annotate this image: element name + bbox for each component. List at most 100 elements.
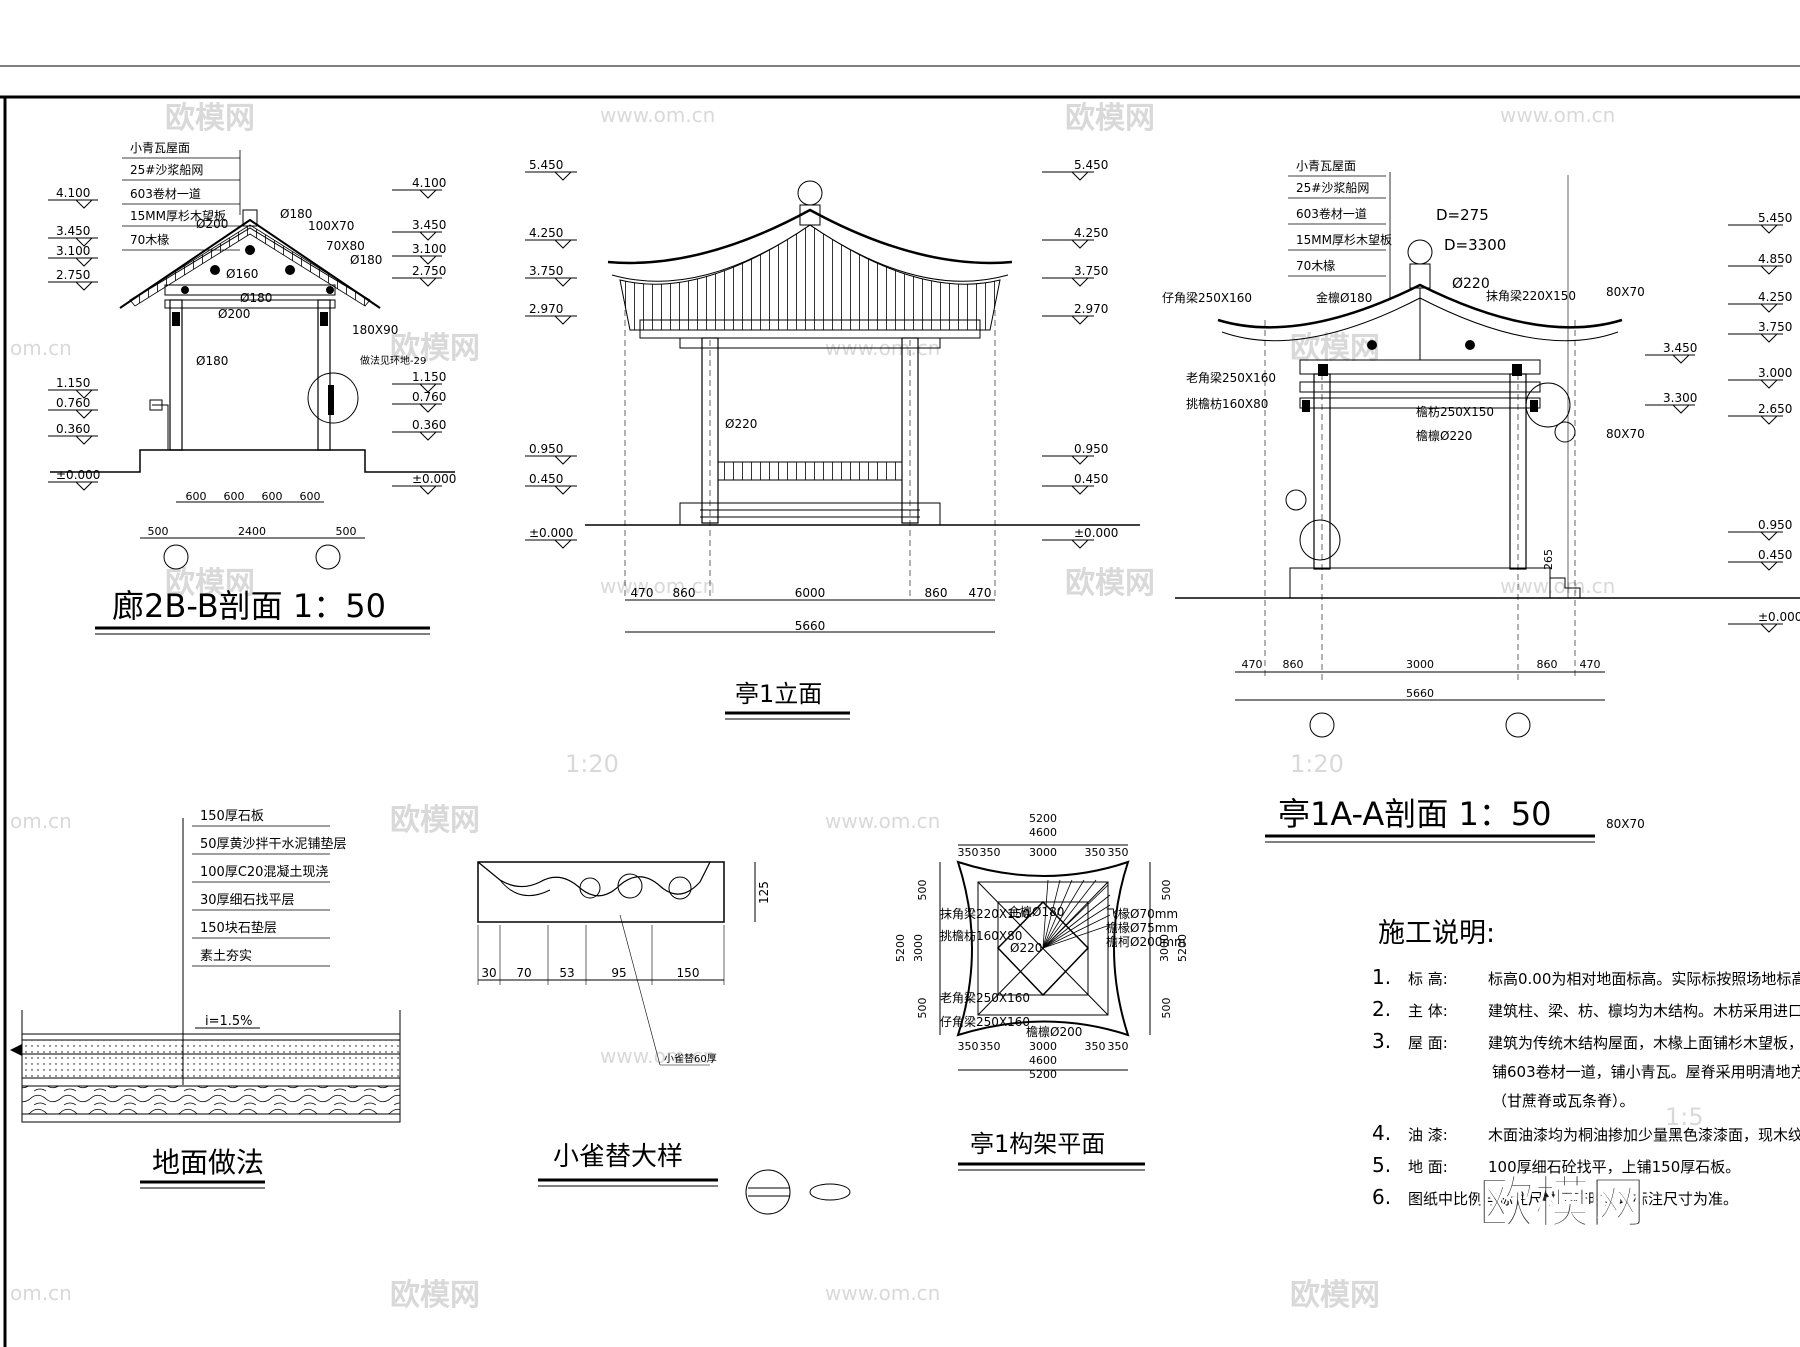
level-marker-icon	[553, 277, 573, 287]
section-1a-levels-mid: 3.450 3.300	[1645, 341, 1697, 414]
watermark-brand: 欧模网	[390, 803, 480, 838]
level-marker-icon	[74, 389, 94, 399]
dimension-value: 2400	[238, 525, 266, 538]
dimension-value: 500	[1160, 880, 1173, 901]
watermark-scale: 1:20	[565, 750, 619, 778]
dimension-value: 600	[262, 490, 283, 503]
dimension-value: 500	[916, 880, 929, 901]
level-marker-icon	[418, 277, 438, 287]
label-member: 檐檩Ø220	[1416, 428, 1472, 443]
level-value: 2.970	[529, 302, 563, 316]
level-value: 3.450	[56, 224, 90, 238]
level-value: ±0.000	[1074, 526, 1118, 540]
note-number: 5.	[1372, 1153, 1391, 1177]
level-value: 4.250	[1758, 290, 1792, 304]
level-value: 4.250	[529, 226, 563, 240]
dimension-value: 30	[481, 966, 496, 980]
note-key: 地 面:	[1408, 1158, 1448, 1176]
level-marker-icon	[553, 455, 573, 465]
watermark-domain: om.cn	[10, 809, 72, 833]
note-key: 油 漆:	[1408, 1126, 1448, 1144]
level-value: ±0.000	[56, 468, 100, 482]
watermark-domain: www.om.cn	[825, 1281, 940, 1305]
level-value: 5.450	[1074, 158, 1108, 172]
dimension-value: 860	[673, 586, 696, 600]
dimension-value: 350	[980, 1040, 1001, 1053]
dimension-value: 470	[1242, 658, 1263, 671]
floor-slope: i=1.5%	[205, 1014, 253, 1029]
watermark-domain: www.om.cn	[600, 103, 715, 127]
label-member: 265	[1542, 549, 1555, 570]
dimension-value: 470	[1580, 658, 1601, 671]
watermark-brand: 欧模网	[1065, 101, 1155, 136]
level-value: 2.750	[56, 268, 90, 282]
layer-label: 70木椽	[130, 233, 169, 247]
level-value: 4.100	[412, 176, 446, 190]
dimension-value: 5200	[1176, 934, 1189, 962]
layer-label: 25#沙浆船网	[130, 162, 203, 177]
level-marker-icon	[1070, 239, 1090, 249]
level-value: 0.950	[1074, 442, 1108, 456]
section-2b-levels-left: 4.1003.4503.1002.7501.1500.7600.360±0.00…	[48, 186, 100, 491]
label-member: 仔角梁250X160	[1162, 290, 1252, 305]
level-marker-icon	[74, 481, 94, 491]
layer-label: 150块石垫层	[200, 920, 277, 936]
level-marker-icon	[1759, 265, 1779, 275]
level-marker-icon	[553, 239, 573, 249]
level-marker-icon	[1759, 333, 1779, 343]
level-marker-icon	[1759, 561, 1779, 571]
note-number: 2.	[1372, 997, 1391, 1021]
level-marker-icon	[418, 431, 438, 441]
level-value: 0.950	[1758, 518, 1792, 532]
label-member: Ø180	[196, 354, 228, 368]
label-member: Ø180	[350, 253, 382, 267]
level-value: 4.850	[1758, 252, 1792, 266]
level-marker-icon	[1070, 315, 1090, 325]
level-value: 2.970	[1074, 302, 1108, 316]
section-1a-title: 亭1A-A剖面 1：50	[1278, 795, 1552, 833]
column-label: Ø220	[725, 417, 757, 431]
layer-label: 小青瓦屋面	[130, 141, 190, 155]
dimension-value: 860	[1537, 658, 1558, 671]
layer-label: 25#沙浆船网	[1296, 180, 1369, 195]
level-value: 3.450	[412, 218, 446, 232]
layer-label: 15MM厚杉木望板	[1296, 233, 1392, 247]
label-member: 挑檐枋160X80	[940, 928, 1022, 943]
level-value: 3.450	[1663, 341, 1697, 355]
level-marker-icon	[553, 485, 573, 495]
level-marker-icon	[1070, 455, 1090, 465]
dimension-value: 600	[224, 490, 245, 503]
level-marker-icon	[1759, 224, 1779, 234]
level-value: 5.450	[1758, 211, 1792, 225]
dimension-value: 350	[1085, 1040, 1106, 1053]
bracket-note: 小雀替60厚	[664, 1052, 717, 1065]
dimension-value: 350	[958, 1040, 979, 1053]
dimension-value: 53	[559, 966, 574, 980]
label-member: 80X70	[1606, 427, 1645, 441]
level-value: 0.360	[56, 422, 90, 436]
level-marker-icon	[553, 171, 573, 181]
dimension-value: 4600	[1029, 826, 1057, 839]
level-marker-icon	[74, 435, 94, 445]
dimension-value: 3000	[1029, 1040, 1057, 1053]
label-member: Ø200	[196, 217, 228, 231]
sheet-frame	[0, 65, 1800, 1347]
label-member: Ø200	[218, 307, 250, 321]
level-value: 3.100	[56, 244, 90, 258]
dimension-value: 3000	[1158, 934, 1171, 962]
section-symbol	[745, 1169, 791, 1215]
floor-title: 地面做法	[152, 1146, 264, 1179]
label-member: Ø220	[1010, 941, 1042, 955]
level-value: 3.300	[1663, 391, 1697, 405]
note-text: 图纸中比例与标注尺寸不符时，以标注尺寸为准。	[1408, 1190, 1738, 1208]
dimension-value: 5200	[1029, 812, 1057, 825]
watermark-domain: www.om.cn	[1500, 103, 1615, 127]
bracket-title: 小雀替大样	[553, 1142, 683, 1172]
note-key: 标 高:	[1408, 970, 1448, 988]
